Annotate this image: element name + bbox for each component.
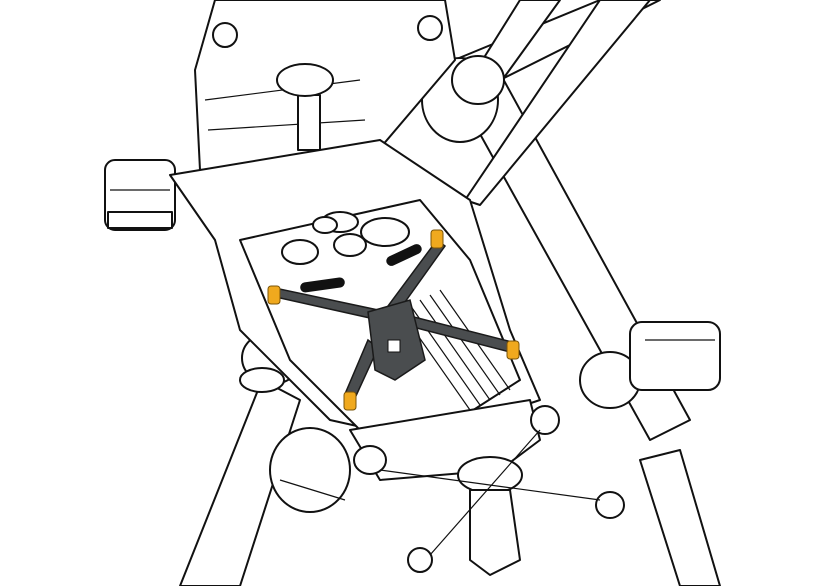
motor-left	[104, 159, 176, 231]
gimbal-connector	[349, 399, 625, 576]
damper-1	[267, 285, 281, 305]
damper-3	[506, 340, 520, 360]
damper-4	[343, 391, 357, 411]
arm-rear-right	[639, 449, 721, 586]
motor-right	[629, 321, 721, 391]
damper-2	[430, 229, 444, 249]
dampers	[267, 229, 520, 411]
vent-holes	[281, 211, 422, 293]
battery-compartment	[194, 0, 456, 171]
motor-bottom	[269, 427, 351, 513]
